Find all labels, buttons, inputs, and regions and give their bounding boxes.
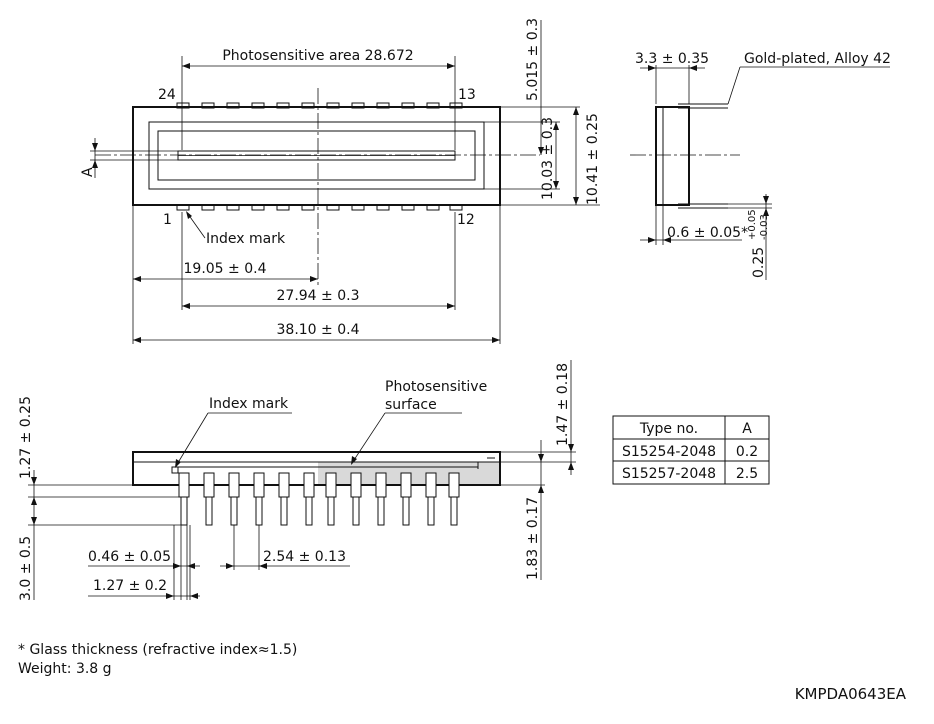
footnote-weight: Weight: 3.8 g bbox=[18, 661, 112, 677]
lead-thickness-base: 0.25 bbox=[751, 247, 767, 278]
table-header-a: A bbox=[742, 421, 752, 437]
front-body bbox=[132, 451, 501, 486]
footnote-glass: * Glass thickness (refractive index≈1.5) bbox=[18, 642, 297, 658]
front-view: Index mark Photosensitive surface 1.27 ±… bbox=[18, 360, 576, 601]
table-cell-type-2: S15257-2048 bbox=[622, 466, 716, 482]
photosensitive-line2: surface bbox=[385, 397, 437, 413]
side-view: 3.3 ± 0.35 Gold-plated, Alloy 42 0.6 ± 0… bbox=[630, 51, 891, 280]
side-body bbox=[655, 106, 690, 206]
pin-12-label: 12 bbox=[457, 212, 475, 228]
dim-046: 0.46 ± 0.05 bbox=[88, 549, 171, 565]
dim-183: 1.83 ± 0.17 bbox=[525, 497, 541, 580]
pin-13-label: 13 bbox=[458, 87, 476, 103]
index-mark-label-top: Index mark bbox=[206, 231, 286, 247]
lead-material-label: Gold-plated, Alloy 42 bbox=[744, 51, 891, 67]
dim-1905: 19.05 ± 0.4 bbox=[184, 261, 267, 277]
table-cell-a-2: 2.5 bbox=[736, 466, 758, 482]
photosensitive-line1: Photosensitive bbox=[385, 379, 487, 395]
table-cell-a-1: 0.2 bbox=[736, 444, 758, 460]
lead-thickness-plus: +0.05 bbox=[747, 209, 758, 240]
top-view: Photosensitive area 28.672 24 13 1 12 In… bbox=[80, 18, 601, 344]
dim-2794: 27.94 ± 0.3 bbox=[277, 288, 360, 304]
dim-3810: 38.10 ± 0.4 bbox=[277, 322, 360, 338]
dim-30-05: 3.0 ± 0.5 bbox=[18, 536, 34, 601]
glass-dim: 0.6 ± 0.05* bbox=[667, 225, 748, 241]
window-inner bbox=[157, 130, 476, 181]
top-pin-row bbox=[176, 102, 463, 109]
dim-1003: 10.03 ± 0.3 bbox=[540, 117, 556, 200]
label-a: A bbox=[80, 167, 96, 177]
dim-147: 1.47 ± 0.18 bbox=[555, 363, 571, 446]
table-cell-type-1: S15254-2048 bbox=[622, 444, 716, 460]
dim-thickness: 3.3 ± 0.35 bbox=[635, 51, 709, 67]
dim-127-02: 1.27 ± 0.2 bbox=[93, 578, 167, 594]
index-mark-label-front: Index mark bbox=[209, 396, 289, 412]
front-lead-row bbox=[178, 472, 460, 526]
window-frame bbox=[148, 121, 485, 190]
drawing-code: KMPDA0643EA bbox=[795, 685, 907, 703]
dim-1041: 10.41 ± 0.25 bbox=[585, 113, 601, 205]
photosensitive-area-label: Photosensitive area 28.672 bbox=[222, 48, 413, 64]
dim-254: 2.54 ± 0.13 bbox=[263, 549, 346, 565]
pin-1-label: 1 bbox=[163, 212, 172, 228]
pin-24-label: 24 bbox=[158, 87, 176, 103]
type-table: Type no. A S15254-2048 0.2 S15257-2048 2… bbox=[612, 415, 770, 485]
lead-thickness-minus: -0.03 bbox=[759, 214, 770, 240]
package-body bbox=[132, 106, 501, 206]
dim-127-025: 1.27 ± 0.25 bbox=[18, 396, 34, 479]
table-header-type: Type no. bbox=[639, 421, 698, 437]
dim-5015: 5.015 ± 0.3 bbox=[525, 18, 541, 101]
